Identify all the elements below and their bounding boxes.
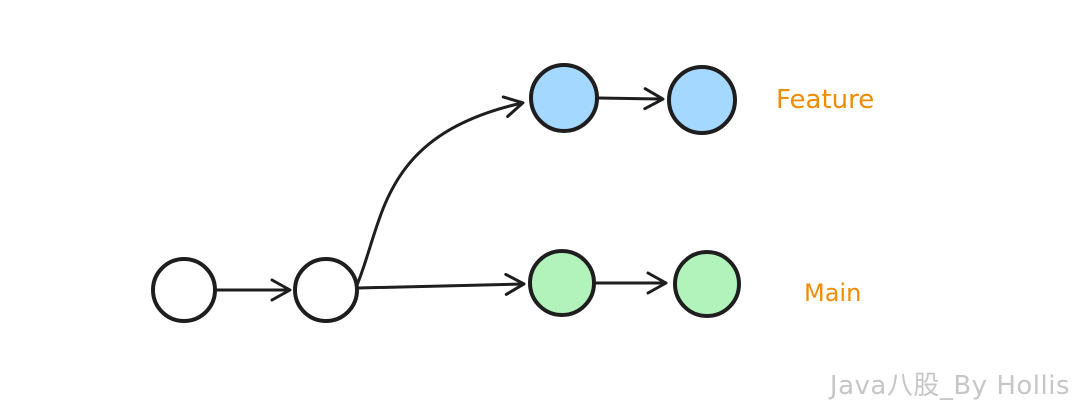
- base-commit-1: [151, 257, 217, 323]
- main-commit-1: [528, 249, 596, 317]
- main-branch-label: Main: [804, 279, 861, 307]
- feature-branch-label: Feature: [776, 85, 874, 115]
- feature-commit-1: [529, 63, 599, 133]
- base-commit-2: [293, 257, 359, 323]
- nodes-layer: [151, 63, 741, 323]
- edge-base2-to-main1: [356, 272, 526, 296]
- edge-base2-to-feature1: [355, 95, 525, 287]
- edge-feature1-to-feature2: [596, 87, 665, 111]
- edges-layer: [214, 87, 668, 302]
- main-commit-2: [673, 250, 741, 318]
- watermark-text: Java八股_By Hollis: [829, 371, 1070, 401]
- feature-commit-2: [667, 65, 737, 135]
